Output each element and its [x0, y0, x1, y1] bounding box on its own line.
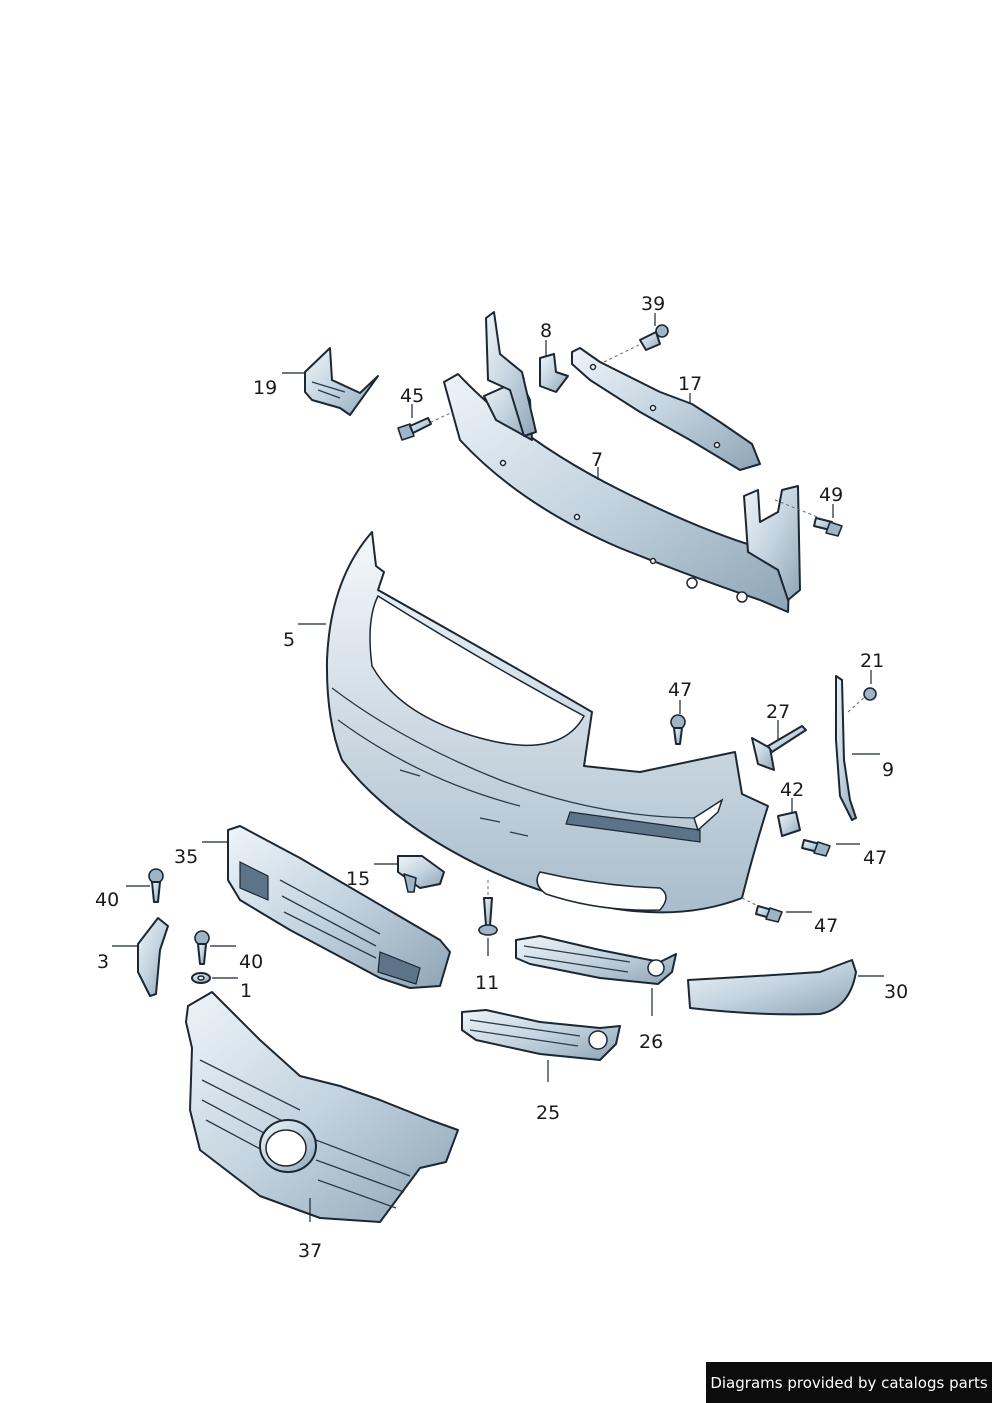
label-49: 49 — [819, 484, 843, 506]
callout-labels: 19 45 8 39 17 7 49 5 21 47 27 9 42 47 47… — [95, 293, 908, 1262]
label-30: 30 — [884, 981, 908, 1003]
label-8: 8 — [540, 320, 552, 342]
label-35: 35 — [174, 846, 198, 868]
label-21: 21 — [860, 650, 884, 672]
part-47-screw-middle[interactable] — [801, 839, 831, 857]
part-30-trim-strip[interactable] — [687, 959, 857, 1016]
label-27: 27 — [766, 701, 790, 723]
label-15: 15 — [346, 868, 370, 890]
label-19: 19 — [253, 377, 277, 399]
part-47-screw-upper[interactable] — [670, 714, 686, 745]
label-47-upper: 47 — [668, 679, 692, 701]
part-7-reinforcement-beam[interactable] — [443, 311, 801, 613]
label-5: 5 — [283, 629, 295, 651]
label-47-lower: 47 — [814, 915, 838, 937]
part-49-bolt[interactable] — [774, 499, 843, 537]
part-8-clip[interactable] — [539, 353, 569, 393]
part-35-lower-grille[interactable] — [227, 825, 451, 989]
part-5-bumper-cover[interactable] — [325, 531, 769, 914]
label-26: 26 — [639, 1031, 663, 1053]
part-27-guide-bracket[interactable] — [751, 725, 807, 771]
part-17-energy-absorber[interactable] — [571, 347, 761, 471]
label-40-lower: 40 — [239, 951, 263, 973]
label-47-middle: 47 — [863, 847, 887, 869]
part-1-washer[interactable] — [191, 972, 211, 984]
label-7: 7 — [591, 449, 603, 471]
label-37: 37 — [298, 1240, 322, 1262]
label-42: 42 — [780, 779, 804, 801]
label-9: 9 — [882, 759, 894, 781]
leader-lines — [112, 313, 884, 1222]
label-39: 39 — [641, 293, 665, 315]
part-39-nut[interactable] — [603, 324, 669, 363]
part-42-clip-nut[interactable] — [777, 811, 801, 837]
part-47-screw-lower[interactable] — [741, 897, 783, 923]
label-3: 3 — [97, 951, 109, 973]
part-11-screw[interactable] — [478, 880, 498, 936]
part-19-bracket[interactable] — [304, 347, 379, 416]
part-15-sensor-bracket[interactable] — [397, 855, 445, 893]
label-11: 11 — [475, 972, 499, 994]
part-25-left-grille[interactable] — [461, 1009, 621, 1061]
label-45: 45 — [400, 385, 424, 407]
part-3-bracket[interactable] — [137, 917, 169, 997]
label-40-upper: 40 — [95, 889, 119, 911]
label-25: 25 — [536, 1102, 560, 1124]
part-9-side-bracket[interactable] — [835, 675, 857, 821]
part-21-nut[interactable] — [847, 687, 877, 713]
part-26-right-grille[interactable] — [515, 935, 677, 985]
label-1: 1 — [240, 980, 252, 1002]
footer-credit: Diagrams provided by catalogs parts — [706, 1362, 992, 1403]
label-17: 17 — [678, 373, 702, 395]
part-40-screw-lower[interactable] — [194, 930, 210, 965]
part-40-screw-upper[interactable] — [148, 868, 164, 903]
part-37-radiator-grille[interactable] — [185, 991, 459, 1223]
